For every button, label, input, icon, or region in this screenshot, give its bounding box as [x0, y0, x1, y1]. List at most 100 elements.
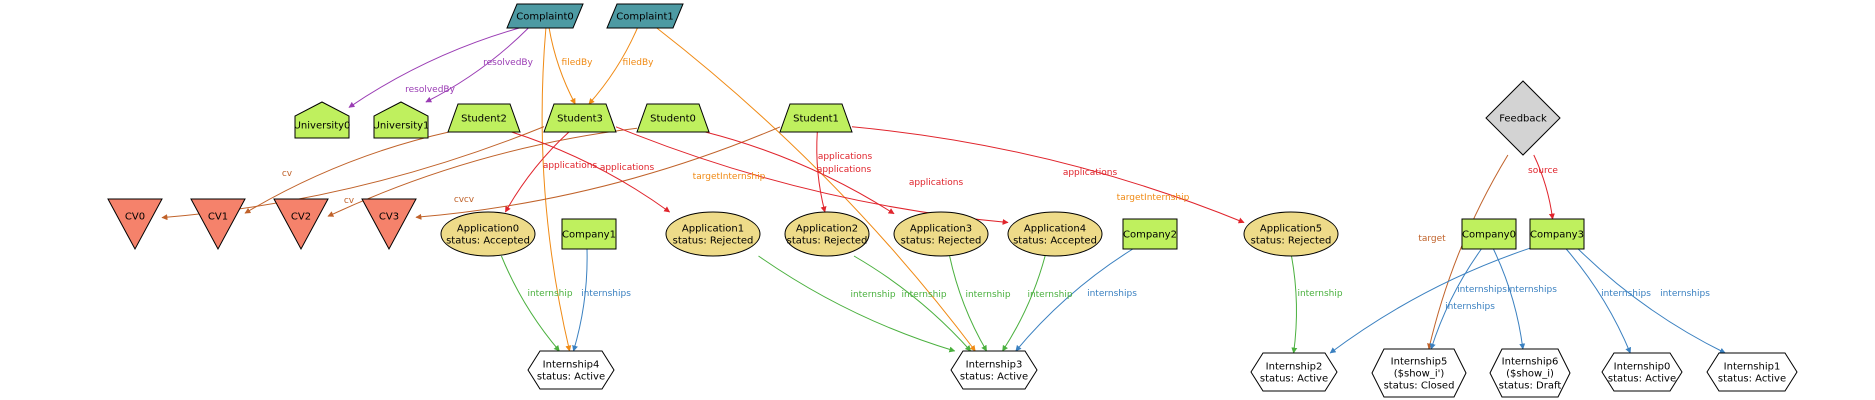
- node-cv3[interactable]: CV3: [361, 198, 417, 251]
- node-university-1[interactable]: University1: [373, 101, 430, 139]
- edge-student-0-to-application-3: [705, 131, 895, 215]
- node-label: status: Active: [960, 372, 1028, 383]
- node-label: Application1: [682, 224, 744, 235]
- node-shape-ellipse: [440, 211, 536, 257]
- node-cv0[interactable]: CV0: [107, 198, 163, 251]
- edge-label-internship: internship: [850, 290, 895, 300]
- node-label: CV1: [208, 212, 228, 223]
- node-label: status: Active: [1260, 374, 1328, 385]
- node-complaint-0[interactable]: Complaint0: [506, 3, 584, 29]
- node-shape-trapezium: [636, 103, 710, 133]
- edge-student-3-to-application-4: [615, 126, 1009, 225]
- edges-layer: [161, 27, 1726, 354]
- node-label: status: Rejected: [901, 236, 982, 247]
- node-cv2[interactable]: CV2: [273, 198, 329, 251]
- edge-label-internships: internships: [1457, 285, 1507, 295]
- node-shape-hexagon: [527, 350, 615, 390]
- edge-complaint-0-to-university-1: [425, 27, 529, 103]
- edge-label-target-internship: targetInternship: [693, 172, 766, 182]
- node-shape-invtriangle: [361, 198, 417, 251]
- edge-label-internship: internship: [1297, 289, 1342, 299]
- edge-student-3-to-application-0: [504, 131, 570, 213]
- node-company-3[interactable]: Company3: [1529, 218, 1585, 250]
- edge-label-applications: applications: [909, 178, 964, 188]
- edge-feedback-to-internship-5: [1427, 154, 1509, 350]
- node-label: University1: [373, 121, 430, 132]
- node-student-2[interactable]: Student2: [447, 103, 521, 133]
- node-label: Student3: [557, 114, 603, 125]
- edge-label-applications: applications: [817, 165, 872, 175]
- node-student-1[interactable]: Student1: [779, 103, 853, 133]
- node-label: status: Accepted: [1013, 236, 1097, 247]
- node-label: Student1: [793, 114, 839, 125]
- edge-label-cv: cv: [454, 195, 465, 205]
- node-shape-pentagon: [373, 101, 429, 139]
- edge-application-1-to-internship-3: [758, 255, 956, 353]
- node-label: Complaint1: [616, 12, 674, 23]
- edge-company-2-to-internship-3: [1015, 248, 1134, 352]
- node-label: Internship1: [1724, 362, 1781, 373]
- node-internship-6[interactable]: Internship6($show_i)status: Draft: [1489, 348, 1571, 398]
- node-cv1[interactable]: CV1: [190, 198, 246, 251]
- node-company-2[interactable]: Company2: [1122, 218, 1178, 250]
- node-label: Internship6: [1502, 357, 1559, 368]
- node-feedback[interactable]: Feedback: [1485, 80, 1561, 156]
- edge-label-applications: applications: [818, 152, 873, 162]
- edge-label-target-internship: targetInternship: [1117, 193, 1190, 203]
- node-student-3[interactable]: Student3: [543, 103, 617, 133]
- edge-label-cv: cv: [282, 169, 293, 179]
- edge-application-3-to-internship-3: [949, 255, 988, 352]
- edge-complaint-0-to-internship-4: [541, 27, 572, 352]
- node-label: status: Rejected: [673, 236, 754, 247]
- edge-label-internship: internship: [1027, 290, 1072, 300]
- node-label: Application4: [1024, 224, 1086, 235]
- node-label: Company1: [562, 230, 616, 241]
- node-label: Company2: [1123, 230, 1177, 241]
- node-shape-trapezium: [543, 103, 617, 133]
- node-label: status: Rejected: [787, 236, 868, 247]
- edge-student-1-to-application-5: [851, 126, 1245, 224]
- node-complaint-1[interactable]: Complaint1: [606, 3, 684, 29]
- edge-label-internship: internship: [965, 290, 1010, 300]
- node-label: status: Closed: [1384, 381, 1455, 392]
- node-company-0[interactable]: Company0: [1461, 218, 1517, 250]
- node-label: Student2: [461, 114, 507, 125]
- edge-student-1-to-cv3: [415, 126, 781, 220]
- node-university-0[interactable]: University0: [294, 101, 351, 139]
- edge-complaint-1-to-student-3: [588, 27, 638, 105]
- node-label: status: Rejected: [1251, 236, 1332, 247]
- node-label: Internship3: [966, 360, 1023, 371]
- node-shape-ellipse: [1007, 211, 1103, 257]
- node-label: Student0: [650, 114, 696, 125]
- node-label: status: Active: [537, 372, 605, 383]
- node-label: Feedback: [1499, 114, 1547, 125]
- node-student-0[interactable]: Student0: [636, 103, 710, 133]
- node-shape-hexagon: [1601, 352, 1683, 392]
- node-shape-hexagon: [1489, 348, 1571, 398]
- node-internship-5[interactable]: Internship5($show_i')status: Closed: [1371, 348, 1467, 398]
- node-company-1[interactable]: Company1: [561, 218, 617, 250]
- edge-label-resolved-by: resolvedBy: [483, 58, 533, 68]
- edge-label-cv: cv: [344, 196, 355, 206]
- edge-label-internships: internships: [1601, 289, 1651, 299]
- edge-label-resolved-by: resolvedBy: [405, 85, 455, 95]
- node-label: Application2: [796, 224, 858, 235]
- node-label: CV2: [291, 212, 311, 223]
- edge-company-3-to-internship-1: [1577, 248, 1726, 354]
- edge-company-3-to-internship-0: [1565, 248, 1631, 354]
- edge-label-internships: internships: [1660, 289, 1710, 299]
- edge-company-0-to-internship-5: [1429, 248, 1482, 350]
- edge-label-internships: internships: [1445, 302, 1495, 312]
